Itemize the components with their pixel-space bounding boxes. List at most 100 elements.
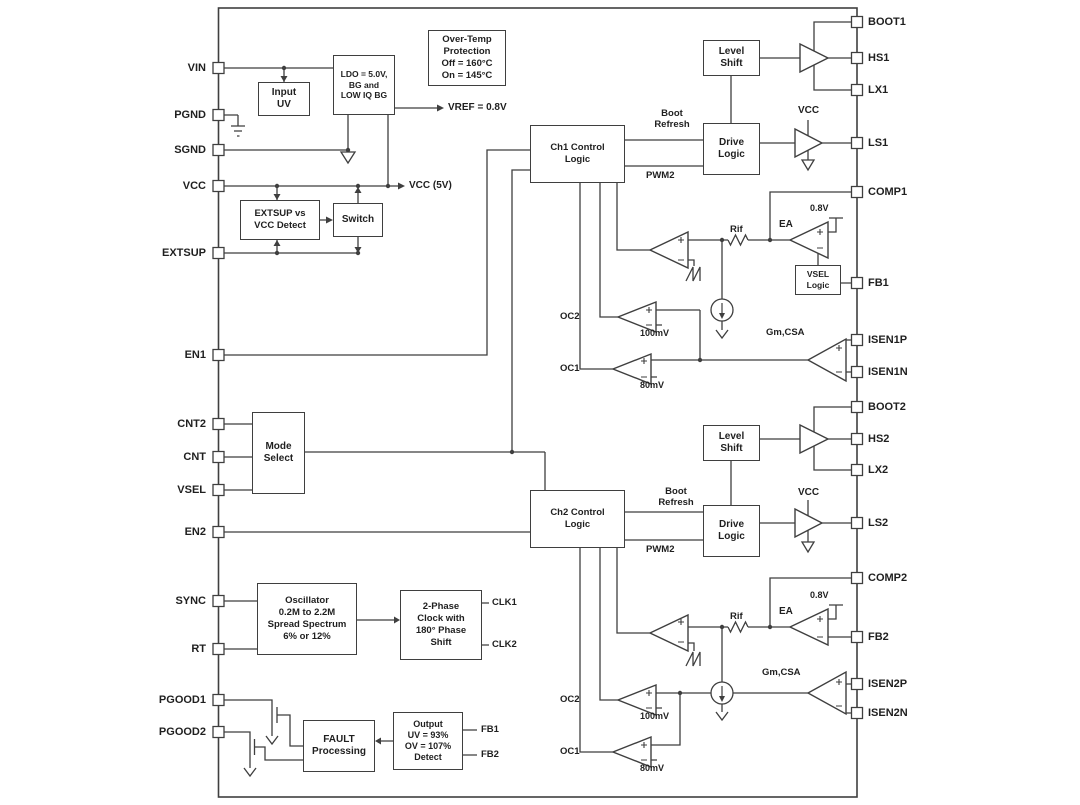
pin-label-lx2: LX2 xyxy=(868,464,889,476)
label-vcc-drv1: VCC xyxy=(797,105,820,116)
label-oc1-ch2: OC1 xyxy=(560,746,580,757)
pin-label-isen2n: ISEN2N xyxy=(868,707,908,719)
ls2-driver xyxy=(794,507,824,539)
label-vcc-drv2: VCC xyxy=(797,487,820,498)
junction-dots xyxy=(274,65,773,696)
pin-label-vcc: VCC xyxy=(182,180,206,192)
ramp-symbol-1 xyxy=(685,266,701,282)
pin-label-boot2: BOOT2 xyxy=(868,401,906,413)
pin-label-pgnd: PGND xyxy=(174,109,206,121)
block-oscillator: Oscillator 0.2M to 2.2M Spread Spectrum … xyxy=(257,583,357,655)
block-extsup-detect: EXTSUP vs VCC Detect xyxy=(240,200,320,240)
label-oc2-ch2: OC2 xyxy=(560,694,580,705)
label-rif-ch2: Rif xyxy=(730,611,743,622)
pin-label-en2: EN2 xyxy=(184,526,206,538)
ground-arrow-csa-1 xyxy=(715,329,729,340)
label-ea-ch1: EA xyxy=(779,219,793,230)
gm-csa-amp-1 xyxy=(806,337,847,383)
pin-label-cnt: CNT xyxy=(183,451,206,463)
block-input-uv: Input UV xyxy=(258,82,310,116)
ground-arrows-fets xyxy=(243,735,279,778)
pin-label-cnt2: CNT2 xyxy=(177,418,206,430)
ground-triangle-ldo xyxy=(339,151,357,165)
hs1-driver xyxy=(799,42,830,74)
label-oc2-ch1: OC2 xyxy=(560,311,580,322)
label-pwm2-ch1: PWM2 xyxy=(646,170,675,181)
label-ea-ch2: EA xyxy=(779,606,793,617)
label-vref: VREF = 0.8V xyxy=(448,102,507,113)
pin-label-sync: SYNC xyxy=(175,595,206,607)
label-fb2-detect: FB2 xyxy=(481,749,499,760)
pin-label-rt: RT xyxy=(191,643,206,655)
ramp-symbol-2 xyxy=(685,651,701,667)
error-amp-2 xyxy=(788,607,829,647)
label-vcc-5v: VCC (5V) xyxy=(409,180,452,191)
pin-label-en1: EN1 xyxy=(184,349,206,361)
pin-label-vin: VIN xyxy=(187,62,206,74)
label-0v8-ch1: 0.8V xyxy=(810,203,829,213)
pin-label-hs1: HS1 xyxy=(868,52,890,64)
label-rif-ch1: Rif xyxy=(730,224,743,235)
pwm-comparator-2 xyxy=(648,613,689,653)
label-80mv-ch1: 80mV xyxy=(640,380,665,390)
pin-label-boot1: BOOT1 xyxy=(868,16,906,28)
ground-triangle-ls1 xyxy=(800,159,816,172)
ground-arrow-csa-2 xyxy=(715,711,729,722)
polarity-marks xyxy=(641,229,842,761)
wires-ch2 xyxy=(579,406,852,761)
pin-label-isen2p: ISEN2P xyxy=(868,678,908,690)
label-boot-refresh-2: Boot Refresh xyxy=(658,486,694,509)
block-ch1-control: Ch1 Control Logic xyxy=(530,125,625,183)
label-0v8-ch2: 0.8V xyxy=(810,590,829,600)
block-vsel-logic: VSEL Logic xyxy=(795,265,841,295)
pwm-comparator-1 xyxy=(648,230,689,270)
label-100mv-ch2: 100mV xyxy=(640,711,670,721)
gm-csa-amp-2 xyxy=(806,670,847,716)
pin-label-ls2: LS2 xyxy=(868,517,889,529)
hs2-driver xyxy=(799,423,830,455)
pin-label-extsup: EXTSUP xyxy=(161,247,206,259)
block-overtemp: Over-Temp Protection Off = 160°C On = 14… xyxy=(428,30,506,86)
wires-power xyxy=(224,67,437,254)
pin-label-fb2: FB2 xyxy=(868,631,889,643)
resistor-rif-2 xyxy=(727,620,749,634)
wires-left xyxy=(224,149,546,650)
wires-bottom xyxy=(224,699,477,768)
label-100mv-ch1: 100mV xyxy=(640,328,670,338)
pin-pads-left xyxy=(212,61,225,739)
label-gmcsa-ch2: Gm,CSA xyxy=(762,667,801,678)
pin-label-isen1n: ISEN1N xyxy=(868,366,908,378)
pin-label-sgnd: SGND xyxy=(174,144,206,156)
block-fault: FAULT Processing xyxy=(303,720,375,772)
label-oc1-ch1: OC1 xyxy=(560,363,580,374)
block-phase-clock: 2-Phase Clock with 180° Phase Shift xyxy=(400,590,482,660)
label-clk2: CLK2 xyxy=(492,639,517,650)
ls1-driver xyxy=(794,127,824,159)
block-switch: Switch xyxy=(333,203,383,237)
pin-label-pgood2: PGOOD2 xyxy=(158,726,206,738)
block-output-detect: Output UV = 93% OV = 107% Detect xyxy=(393,712,463,770)
pin-label-ls1: LS1 xyxy=(868,137,889,149)
block-drive-logic-2: Drive Logic xyxy=(703,505,760,557)
pin-label-hs2: HS2 xyxy=(868,433,890,445)
pin-label-vsel: VSEL xyxy=(177,484,206,496)
pin-label-fb1: FB1 xyxy=(868,277,889,289)
pin-label-comp2: COMP2 xyxy=(868,572,908,584)
resistor-rif-1 xyxy=(727,233,749,247)
label-gmcsa-ch1: Gm,CSA xyxy=(766,327,805,338)
block-ldo: LDO = 5.0V, BG and LOW IQ BG xyxy=(333,55,395,115)
pin-label-lx1: LX1 xyxy=(868,84,889,96)
error-amp-1 xyxy=(788,220,829,260)
wires-ch1 xyxy=(579,21,852,378)
pin-label-pgood1: PGOOD1 xyxy=(158,694,206,706)
label-80mv-ch2: 80mV xyxy=(640,763,665,773)
pin-pads-right xyxy=(850,15,864,720)
block-mode-select: Mode Select xyxy=(252,412,305,494)
label-clk1: CLK1 xyxy=(492,597,517,608)
amplifier-triangles xyxy=(611,42,847,769)
ground-triangle-ls2 xyxy=(800,541,816,554)
block-drive-logic-1: Drive Logic xyxy=(703,123,760,175)
pin-label-isen1p: ISEN1P xyxy=(868,334,908,346)
